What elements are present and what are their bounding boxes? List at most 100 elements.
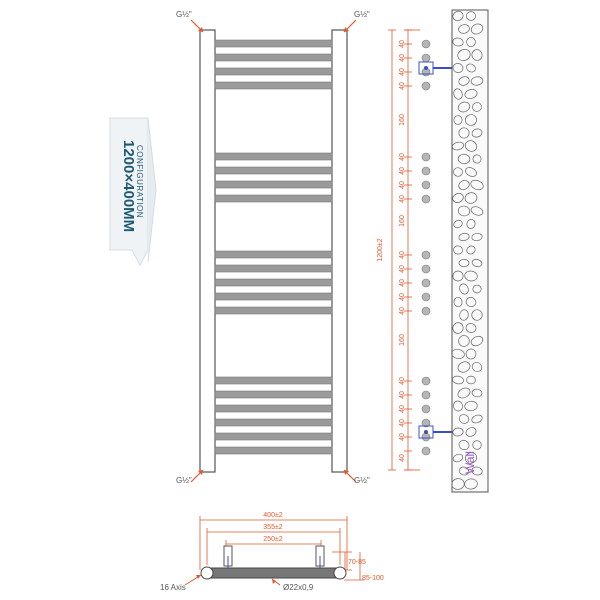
wall-stone <box>471 309 483 321</box>
dim-g3-1: 40 <box>399 251 406 259</box>
rail-bar <box>214 418 333 427</box>
rail-bar <box>214 194 333 203</box>
wall-stone <box>457 49 471 61</box>
wall-stone <box>452 270 464 282</box>
side-rail-ends <box>421 39 431 456</box>
wall-stone <box>472 154 482 164</box>
rail-end-circle <box>421 292 431 302</box>
dim-g1-1: 40 <box>399 40 406 48</box>
dim-g3-2: 40 <box>399 265 406 273</box>
rail-bar <box>214 39 333 48</box>
configuration-size: 1200×400MM <box>120 140 137 232</box>
wall-stone <box>464 400 478 412</box>
wall-stone <box>465 427 477 437</box>
left-upright <box>199 29 216 473</box>
dim-depth-1: 70-85 <box>348 559 366 566</box>
dim-g4-2: 40 <box>399 391 406 399</box>
rail-end-circle <box>421 194 431 204</box>
dim-g1-3: 40 <box>399 68 406 76</box>
wall-stone <box>452 193 464 203</box>
dim-total-height: 1200±2 <box>377 238 384 261</box>
wall-stone <box>453 219 463 229</box>
rail-end-circle <box>421 166 431 176</box>
wall-stone <box>457 387 471 399</box>
wall-stone <box>458 466 470 476</box>
wall-stone <box>458 24 470 34</box>
wall-stone <box>471 259 483 267</box>
rail-bar <box>214 166 333 175</box>
wall-stone <box>466 245 476 255</box>
rail-end-circle <box>421 152 431 162</box>
wall-stone <box>470 76 484 86</box>
dim-g4-6: 40 <box>399 454 406 462</box>
wall-stone <box>452 427 464 437</box>
rail-bar <box>214 390 333 399</box>
wall-stone <box>453 167 463 177</box>
wall-stone <box>451 478 465 490</box>
wall-stone <box>458 127 470 139</box>
wall-stone <box>457 101 471 113</box>
wall-stone <box>453 88 463 100</box>
dim-g3-3: 40 <box>399 279 406 287</box>
wall-stone <box>458 232 470 242</box>
wall-bracket-top <box>418 61 452 75</box>
wall-stone <box>457 153 471 165</box>
rail-end-circle <box>421 306 431 316</box>
wall-stone <box>453 245 463 255</box>
dim-g3-5: 40 <box>399 307 406 315</box>
rail-bar <box>214 180 333 189</box>
dim-g4-4: 40 <box>399 419 406 427</box>
rail-end-circle <box>421 418 431 428</box>
wall-stone <box>458 180 470 190</box>
rail-end-circle <box>421 390 431 400</box>
rail-bar <box>214 432 333 441</box>
side-tick-marks <box>404 29 412 471</box>
dim-g4-5: 40 <box>399 433 406 441</box>
wall-stone <box>464 89 478 99</box>
wall-stone <box>453 296 463 308</box>
dim-g2-3: 40 <box>399 181 406 189</box>
wall-stone <box>466 37 476 47</box>
wall-stone <box>465 167 477 177</box>
rail-bar <box>214 81 333 90</box>
wall-stone <box>471 232 483 242</box>
wall-stone <box>452 10 464 22</box>
wall-stone <box>470 23 484 35</box>
rail-bar <box>214 292 333 301</box>
port-bottom-left-label: G½" <box>176 476 192 485</box>
dim-g3-4: 40 <box>399 293 406 301</box>
port-bottom-right-label: G½" <box>354 476 370 485</box>
dim-gap-1: 160 <box>399 114 406 126</box>
wall-stone <box>465 348 477 360</box>
wall-stone <box>452 375 464 385</box>
rail-bar <box>214 264 333 273</box>
dim-gap-2: 160 <box>399 215 406 227</box>
wall-stone <box>464 478 478 490</box>
wall-stone <box>472 440 482 450</box>
rail-bar <box>214 53 333 62</box>
wall-stone <box>471 49 483 61</box>
wall-stone <box>465 297 477 307</box>
wall-stone <box>471 414 483 424</box>
wall-stone <box>472 102 482 112</box>
wall-stone <box>466 375 476 385</box>
dim-g2-1: 40 <box>399 153 406 161</box>
wall-stone <box>458 335 470 347</box>
rail-end-circle <box>421 53 431 63</box>
wall-stone <box>465 114 477 126</box>
wall-stone <box>465 323 477 333</box>
rail-end-circle <box>421 404 431 414</box>
wall-label: Wall <box>463 451 477 474</box>
wall-stone <box>452 453 464 463</box>
rail-bar <box>214 404 333 413</box>
dim-g2-2: 40 <box>399 167 406 175</box>
right-upright <box>331 29 348 473</box>
wall-stone <box>459 283 469 295</box>
dim-g1-2: 40 <box>399 54 406 62</box>
wall-stone <box>472 284 482 294</box>
rail-end-circle <box>421 278 431 288</box>
bottom-view: 400±2 355±2 250±2 70-85 85-100 <box>184 512 384 586</box>
wall-stone <box>452 37 464 47</box>
dim-width-total: 400±2 <box>263 512 283 519</box>
port-top-left-label: G½" <box>176 10 192 19</box>
